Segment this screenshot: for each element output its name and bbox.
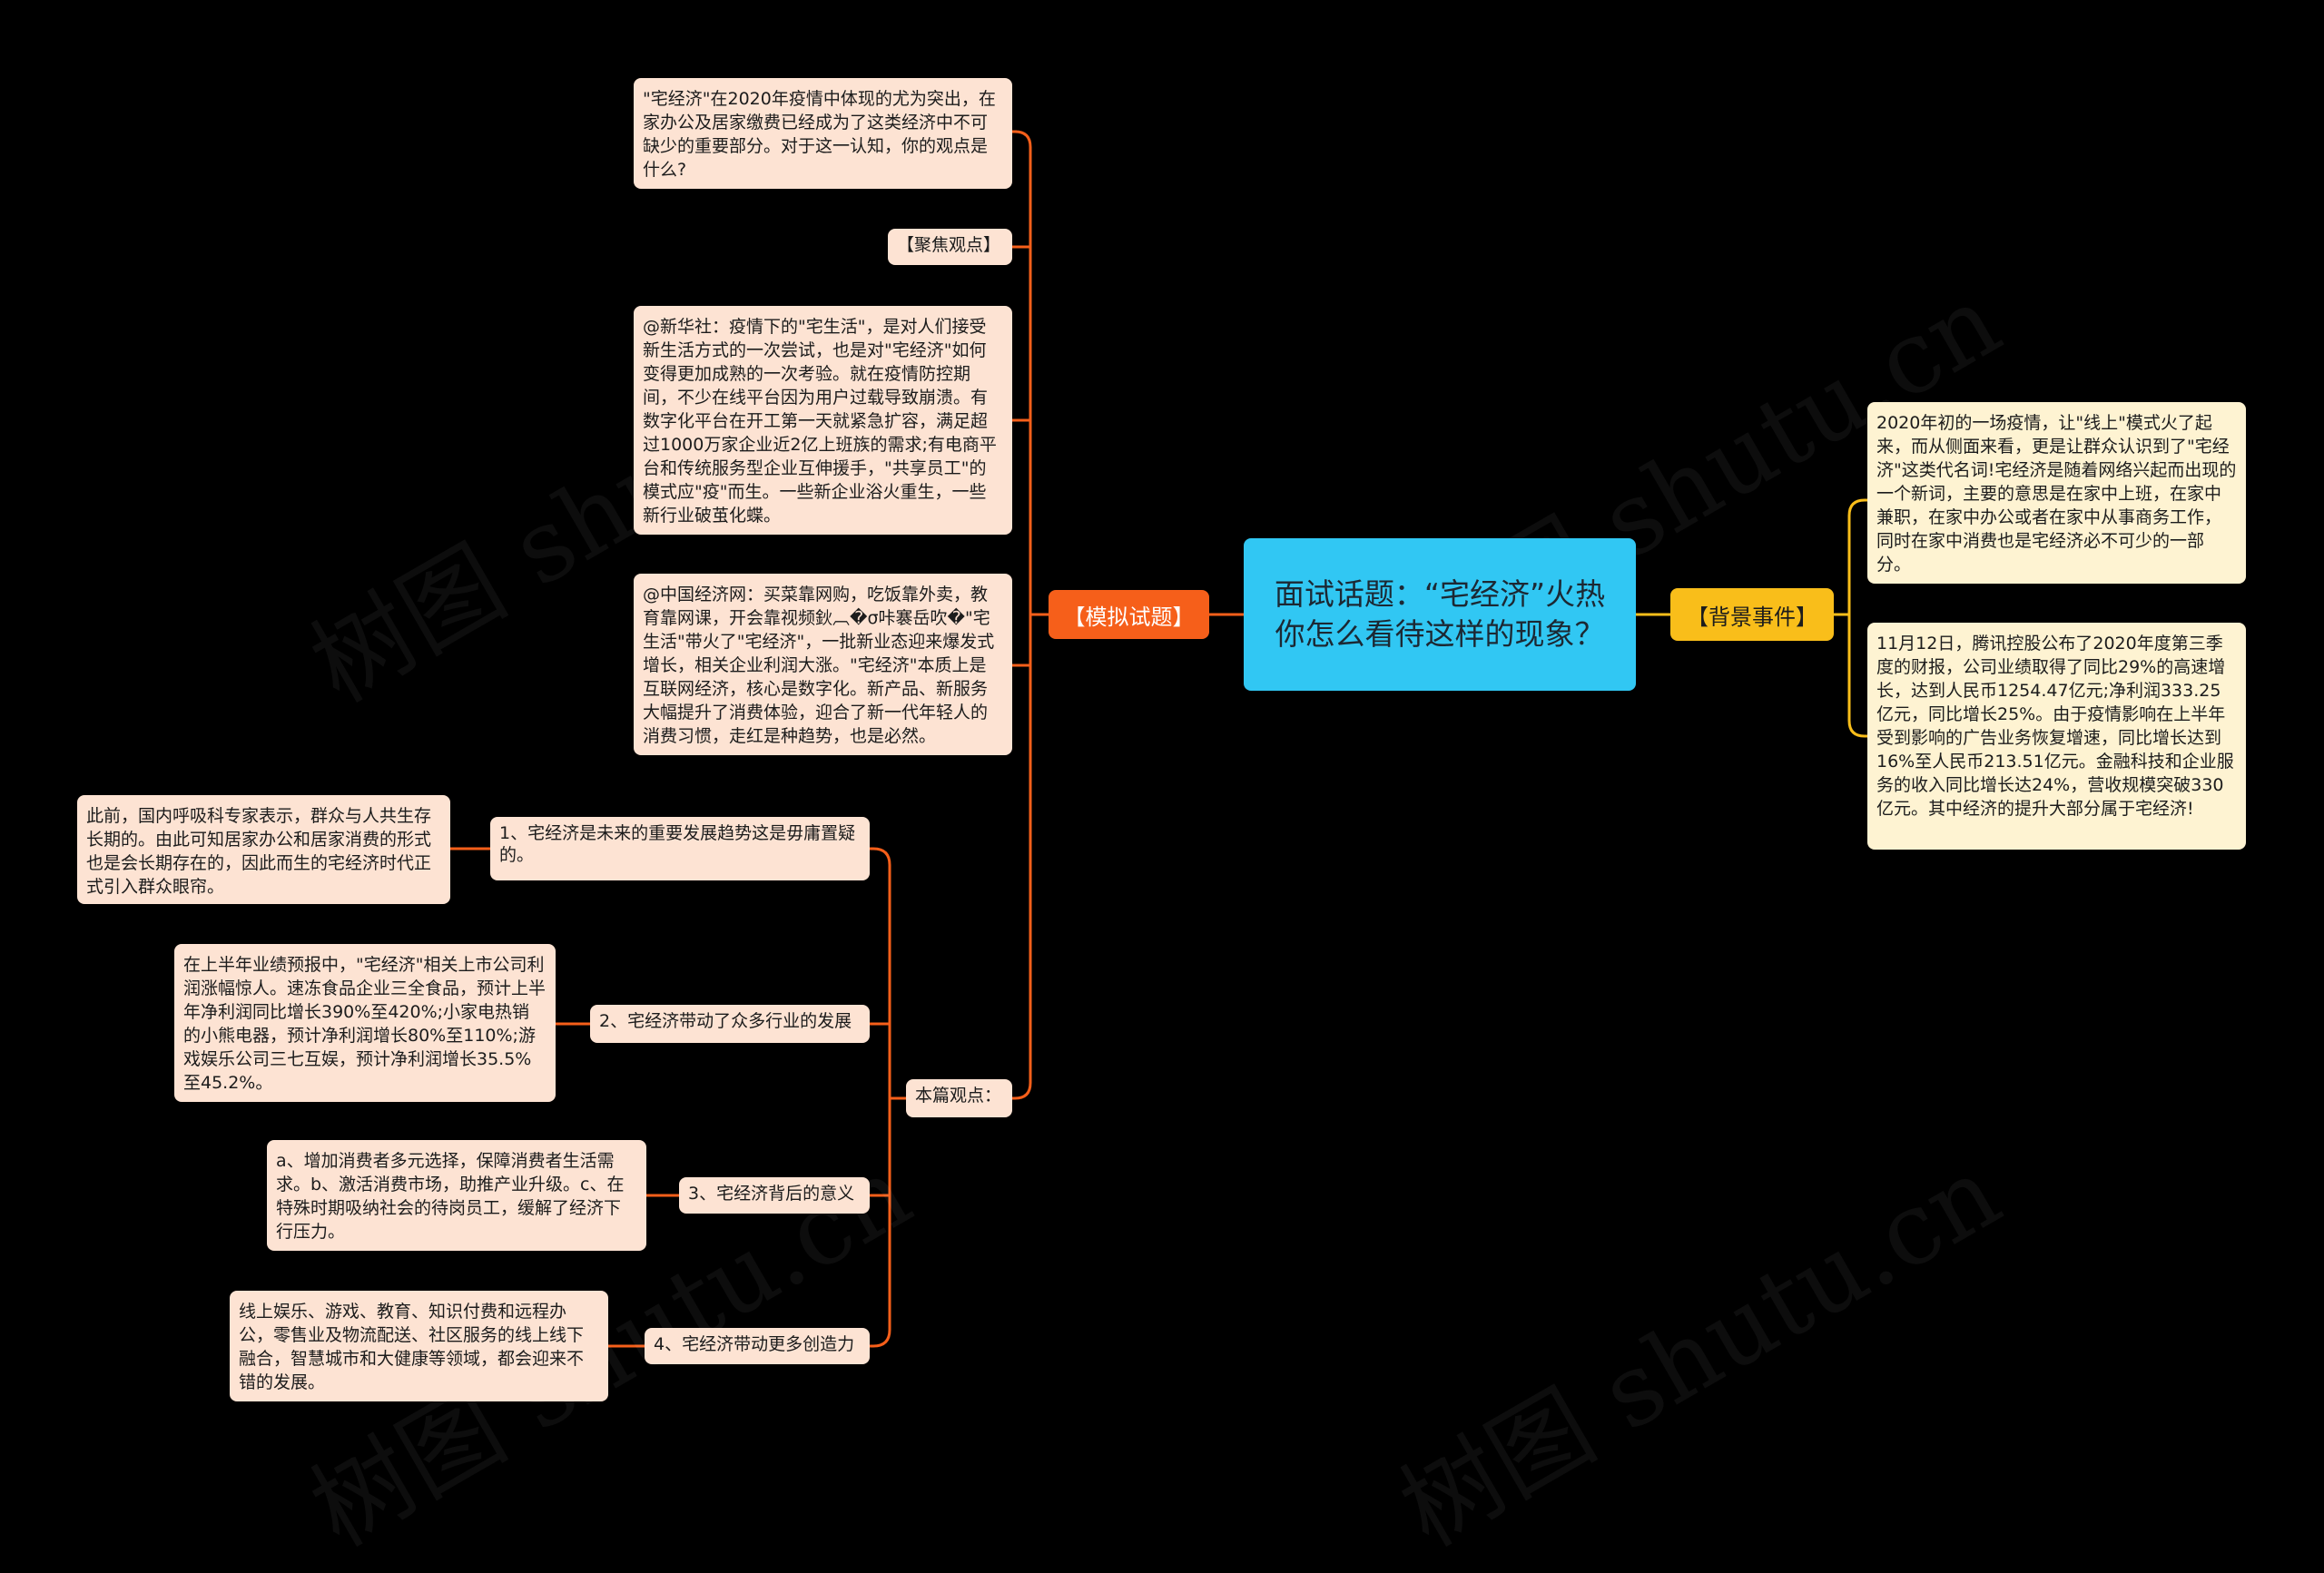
point-1-label[interactable]: 1、宅经济是未来的重要发展趋势这是毋庸置疑的。 bbox=[490, 817, 870, 880]
xinhua-card[interactable]: @新华社：疫情下的"宅生活"，是对人们接受新生活方式的一次尝试，也是对"宅经济"… bbox=[634, 306, 1012, 535]
connector-trunk bbox=[1014, 130, 1032, 1100]
point-2-detail[interactable]: 在上半年业绩预报中，"宅经济"相关上市公司利润涨幅惊人。速冻食品企业三全食品，预… bbox=[174, 944, 556, 1102]
connector-lines bbox=[450, 130, 1867, 1348]
branch-mock-questions[interactable]: 【模拟试题】 bbox=[1049, 590, 1209, 639]
connector-subtrunk bbox=[872, 847, 891, 1348]
branch-background-events[interactable]: 【背景事件】 bbox=[1670, 588, 1834, 641]
branch-background-events-label: 【背景事件】 bbox=[1687, 604, 1817, 630]
branch-mock-questions-label: 【模拟试题】 bbox=[1063, 604, 1195, 630]
background-event-card[interactable]: 2020年初的一场疫情，让"线上"模式火了起来，而从侧面来看，更是让群众认识到了… bbox=[1867, 402, 2246, 584]
point-4-detail[interactable]: 线上娱乐、游戏、教育、知识付费和远程办公，零售业及物流配送、社区服务的线上线下融… bbox=[230, 1291, 608, 1401]
question-card[interactable]: "宅经济"在2020年疫情中体现的尤为突出，在家办公及居家缴费已经成为了这类经济… bbox=[634, 78, 1012, 189]
point-3-detail[interactable]: a、增加消费者多元选择，保障消费者生活需求。b、激活消费市场，助推产业升级。c、… bbox=[267, 1140, 646, 1251]
point-2-label[interactable]: 2、宅经济带动了众多行业的发展 bbox=[590, 1005, 870, 1043]
point-3-label[interactable]: 3、宅经济背后的意义 bbox=[679, 1177, 870, 1214]
focus-label[interactable]: 【聚焦观点】 bbox=[888, 229, 1012, 265]
central-topic-text: 面试话题：“宅经济”火热你怎么看待这样的现象？ bbox=[1274, 576, 1606, 652]
point-1-detail[interactable]: 此前，国内呼吸科专家表示，群众与人共生存长期的。由此可知居家办公和居家消费的形式… bbox=[77, 795, 450, 904]
view-label[interactable]: 本篇观点： bbox=[906, 1079, 1012, 1117]
connector-background-trunk-curve bbox=[1847, 498, 1866, 738]
central-topic[interactable]: 面试话题：“宅经济”火热你怎么看待这样的现象？ bbox=[1244, 538, 1636, 691]
background-event-card[interactable]: 11月12日，腾讯控股公布了2020年度第三季度的财报，公司业绩取得了同比29%… bbox=[1867, 623, 2246, 850]
point-4-label[interactable]: 4、宅经济带动更多创造力 bbox=[645, 1328, 870, 1364]
cen-card[interactable]: @中国经济网：买菜靠网购，吃饭靠外卖，教育靠网课，开会靠视频鈥︹�σ咔褰岳吹�"… bbox=[634, 574, 1012, 755]
